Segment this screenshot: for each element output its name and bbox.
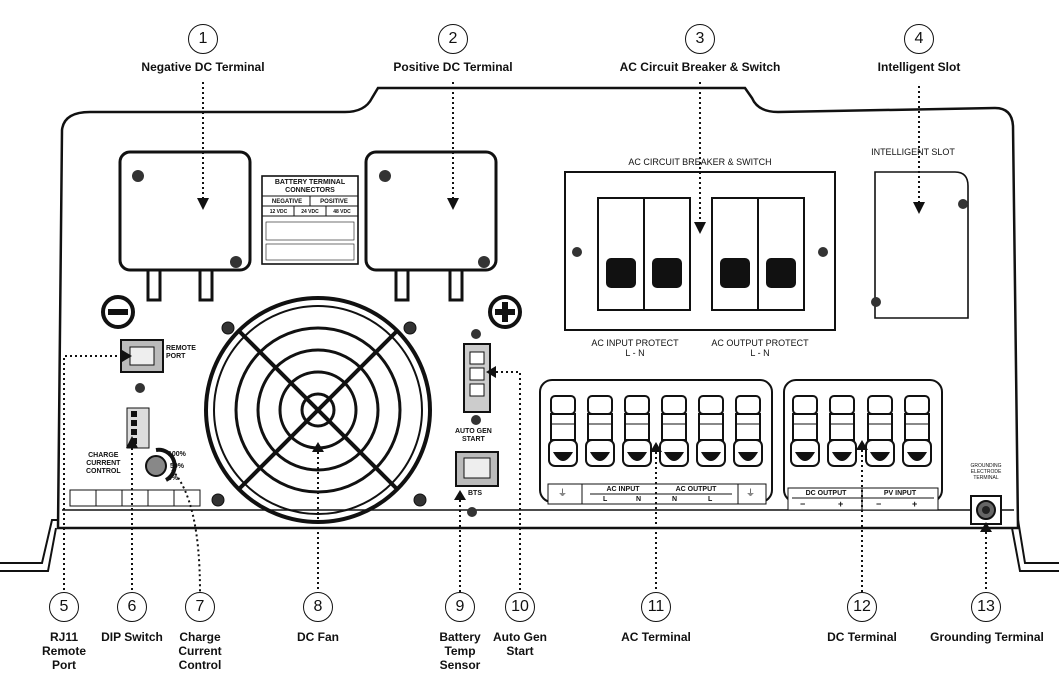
callout-12-label: DC Terminal	[827, 630, 897, 644]
ac-output-label: AC OUTPUT	[675, 486, 717, 493]
callout-13-label: Grounding Terminal	[930, 630, 1044, 644]
grounding-terminal-label: GROUNDING ELECTRODE TERMINAL	[970, 463, 1002, 481]
ac-pin-4: L	[708, 496, 713, 503]
battery-label-title: BATTERY TERMINAL CONNECTORS	[274, 179, 346, 194]
ground-symbol-right: ⏚	[746, 488, 756, 498]
callout-9-number: 9	[445, 592, 475, 622]
ac-output-protect-label: AC OUTPUT PROTECT L - N	[711, 338, 809, 358]
ac-terminal-clamps	[548, 395, 763, 467]
charge-control-label: CHARGE CURRENT CONTROL	[86, 452, 121, 475]
auto-gen-start-label: AUTO GEN START	[455, 428, 492, 443]
callout-4-number: 4	[904, 24, 934, 54]
callout-8-number: 8	[303, 592, 333, 622]
dc-sign-4: +	[912, 499, 918, 509]
callout-6-number: 6	[117, 592, 147, 622]
bts-label: BTS	[468, 490, 482, 497]
ground-symbol-left: ⏚	[558, 488, 568, 498]
ac-pin-3: N	[672, 496, 678, 503]
ac-input-protect-label: AC INPUT PROTECT L - N	[591, 338, 679, 358]
pv-input-label: PV INPUT	[883, 490, 917, 497]
negative-symbol	[101, 295, 135, 329]
dc-terminal-block	[783, 379, 943, 511]
callout-8-label: DC Fan	[297, 630, 339, 644]
dc-sign-3: −	[876, 499, 882, 509]
intelligent-slot	[871, 171, 969, 319]
callout-10-number: 10	[505, 592, 535, 622]
charge-current-knob	[145, 447, 177, 482]
charge-level-100: 100%	[168, 451, 186, 458]
callout-9-label: Battery Temp Sensor	[439, 630, 481, 672]
battery-label-positive: POSITIVE	[320, 199, 348, 205]
charge-level-50: 50%	[170, 463, 185, 470]
intelligent-slot-label: INTELLIGENT SLOT	[871, 147, 955, 157]
negative-dc-terminal	[118, 150, 252, 302]
callout-4-label: Intelligent Slot	[877, 60, 961, 74]
battery-label-24v: 24 VDC	[301, 209, 319, 215]
callout-11-label: AC Terminal	[621, 630, 691, 644]
breaker-title: AC CIRCUIT BREAKER & SWITCH	[628, 157, 772, 167]
remote-port-label: REMOTE PORT	[166, 345, 196, 360]
leader-lines	[63, 82, 987, 593]
ac-input-label: AC INPUT	[606, 486, 640, 493]
callout-1-number: 1	[188, 24, 218, 54]
callout-1-label: Negative DC Terminal	[141, 60, 265, 74]
bts-port	[455, 451, 499, 517]
callout-12-number: 12	[847, 592, 877, 622]
callout-2-number: 2	[438, 24, 468, 54]
callout-10-label: Auto Gen Start	[493, 630, 547, 658]
auto-gen-start-connector	[463, 329, 491, 425]
dc-output-label: DC OUTPUT	[805, 490, 847, 497]
callout-13-number: 13	[971, 592, 1001, 622]
callout-7-label: Charge Current Control	[178, 630, 222, 672]
battery-label-negative: NEGATIVE	[271, 199, 303, 205]
callout-5-label: RJ11 Remote Port	[41, 630, 86, 672]
battery-label-48v: 48 VDC	[333, 209, 351, 215]
ac-breaker-panel	[564, 171, 836, 331]
positive-symbol	[488, 295, 522, 329]
battery-label-12v: 12 VDC	[269, 209, 288, 215]
callout-7-number: 7	[185, 592, 215, 622]
callout-11-number: 11	[641, 592, 671, 622]
battery-connector-label	[261, 175, 359, 265]
callout-6-label: DIP Switch	[101, 630, 163, 644]
grounding-terminal	[970, 495, 1002, 525]
dc-sign-1: −	[800, 499, 806, 509]
ac-pin-2: N	[636, 496, 642, 503]
callout-3-label: AC Circuit Breaker & Switch	[619, 60, 781, 74]
dc-terminal-clamps	[790, 395, 932, 467]
callout-2-label: Positive DC Terminal	[393, 60, 513, 74]
callout-3-number: 3	[685, 24, 715, 54]
charge-level-0: 0%	[168, 475, 179, 482]
dc-sign-2: +	[838, 499, 844, 509]
positive-dc-terminal	[364, 150, 498, 302]
callout-5-number: 5	[49, 592, 79, 622]
ac-pin-1: L	[603, 496, 608, 503]
leader-arrowheads	[122, 198, 992, 532]
